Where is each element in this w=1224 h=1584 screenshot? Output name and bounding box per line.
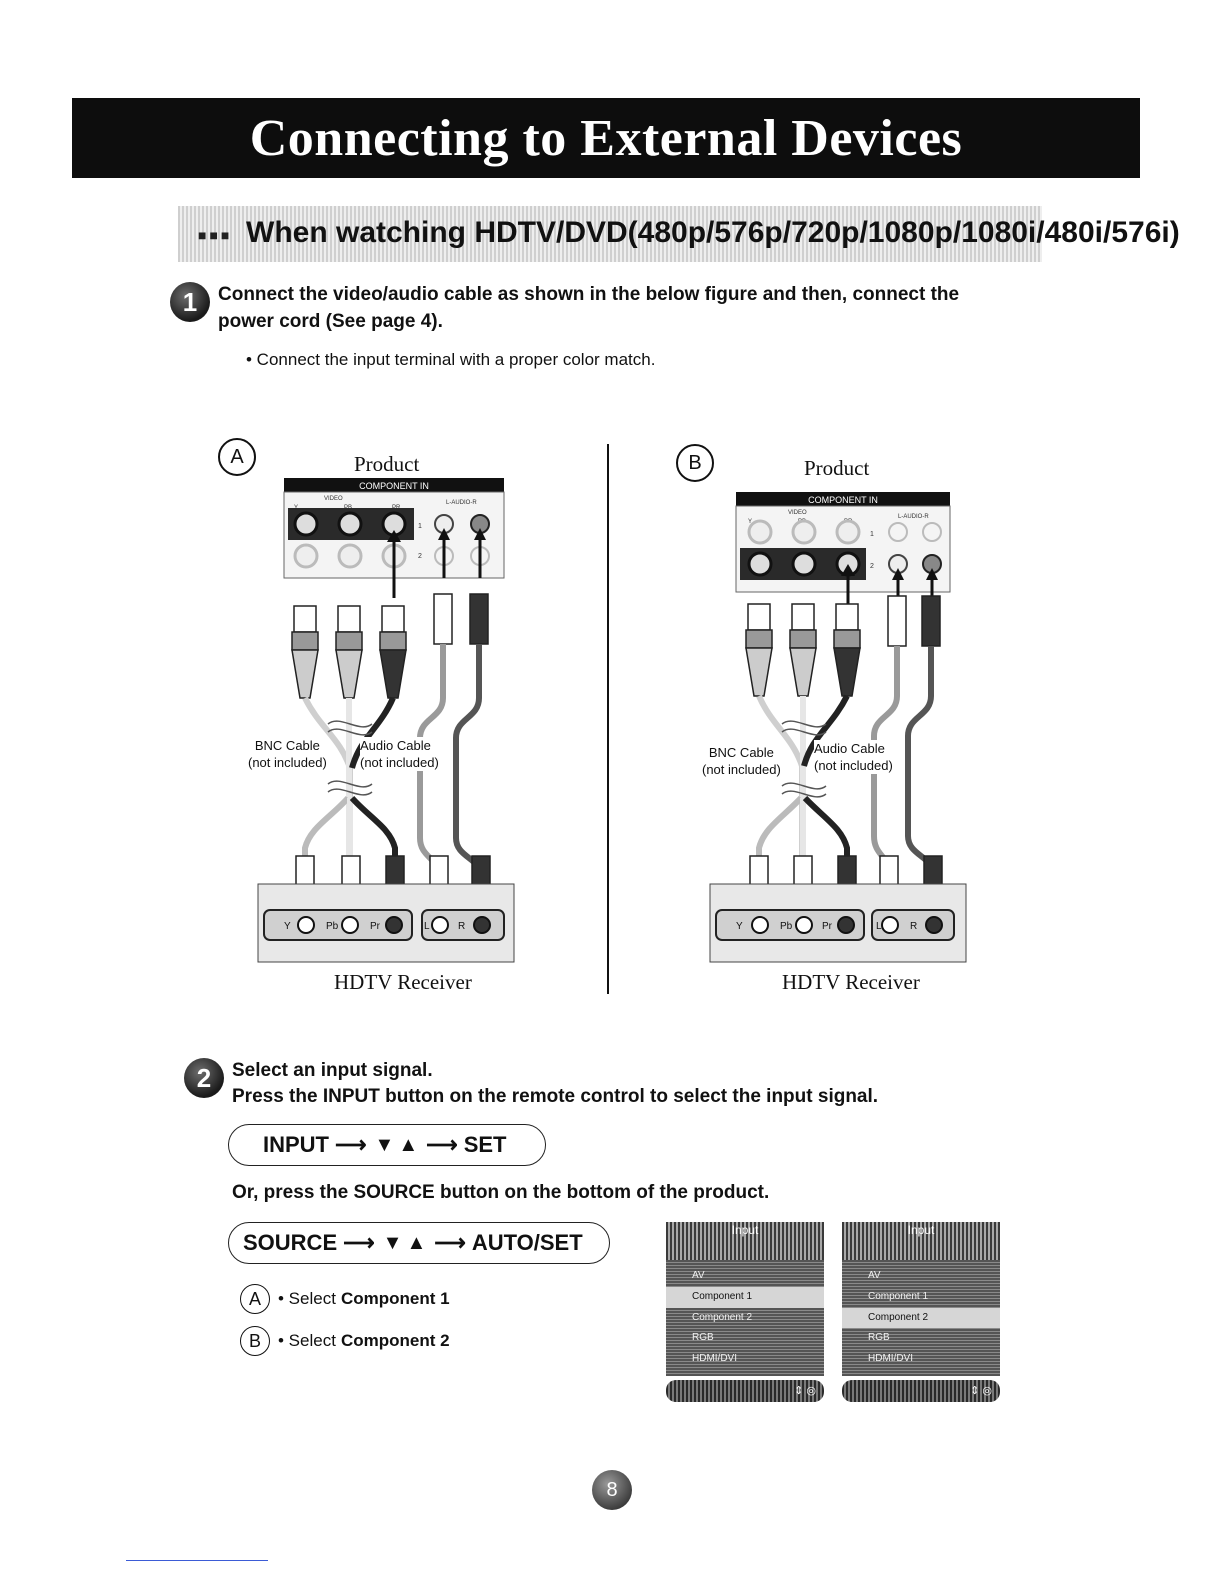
step-2-instruction-line-2: Press the INPUT button on the remote con… <box>232 1086 879 1107</box>
osd-a-item-av[interactable]: AV <box>692 1270 705 1281</box>
osd-b-footer: ⇕ ◎ <box>842 1380 1000 1402</box>
input-key-label: INPUT <box>263 1132 329 1157</box>
source-sequence-pill: SOURCE ⟶ ▼▲ ⟶ AUTO/SET <box>228 1222 610 1264</box>
diagram-b-rx-l: L <box>876 921 882 932</box>
page-title: Connecting to External Devices <box>249 109 963 167</box>
diagram-b-bnc-cable-label: BNC Cable (not included) <box>702 744 781 778</box>
arrow-right-icon: ⟶ <box>343 1230 375 1255</box>
up-triangle-icon: ▲ <box>398 1133 419 1156</box>
osd-b-item-hdmi-dvi[interactable]: HDMI/DVI <box>868 1353 913 1365</box>
step-1-bullet-note: • Connect the input terminal with a prop… <box>246 350 656 369</box>
osd-input-menu-a: Input AV Component 1 Component 2 RGB HDM… <box>666 1222 824 1402</box>
osd-b-list: AV Component 1 Component 2 RGB HDMI/DVI <box>842 1260 1000 1376</box>
section-bullet-icon: ■■■ <box>198 227 233 243</box>
osd-input-menu-b: Input AV Component 1 Component 2 RGB HDM… <box>842 1222 1000 1402</box>
osd-b-item-component-2[interactable]: Component 2 <box>842 1307 1000 1329</box>
diagram-b-product-label: Product <box>804 456 870 480</box>
bottom-rule <box>126 1560 268 1561</box>
diagram-b-rx-pr: Pr <box>822 921 833 932</box>
diagram-b-audio-cable-label: Audio Cable (not included) <box>814 740 893 774</box>
step-1-badge: 1 <box>170 282 210 322</box>
arrow-right-icon: ⟶ <box>434 1230 466 1255</box>
diagram-a-rx-r: R <box>458 921 465 932</box>
diagram-a-row-1: 1 <box>418 523 422 530</box>
select-component-2-note: B • Select Component 2 <box>240 1326 450 1356</box>
diagram-b-rx-r: R <box>910 921 917 932</box>
diagram-b-audio-label: L-AUDIO-R <box>898 514 929 520</box>
osd-a-item-component-1[interactable]: Component 1 <box>666 1286 824 1308</box>
osd-b-title: Input <box>842 1222 1000 1260</box>
down-triangle-icon: ▼ <box>382 1231 403 1254</box>
diagram-a-rx-pb: Pb <box>326 921 339 932</box>
osd-b-item-component-1[interactable]: Component 1 <box>868 1290 929 1302</box>
diagram-b-video-label: VIDEO <box>788 510 807 516</box>
diagram-a-rx-l: L <box>424 921 430 932</box>
diagram-divider <box>607 444 609 994</box>
auto-set-key-label: AUTO/SET <box>471 1230 583 1255</box>
diagram-a-bnc-cable-label: BNC Cable (not included) <box>248 737 327 771</box>
arrow-right-icon: ⟶ <box>426 1132 458 1157</box>
diagram-a-letter: A <box>218 438 256 476</box>
diagram-b-receiver-label: HDTV Receiver <box>782 970 920 994</box>
diagram-a-product-label: Product <box>354 452 420 476</box>
step-1-instruction-line-2: power cord (See page 4). <box>218 311 443 332</box>
source-key-label: SOURCE <box>243 1230 338 1255</box>
osd-b-item-av[interactable]: AV <box>868 1270 881 1281</box>
diagram-a-rx-pr: Pr <box>370 921 381 932</box>
diagram-b-row-1: 1 <box>870 531 874 538</box>
section-heading: When watching HDTV/DVD(480p/576p/720p/10… <box>246 216 1180 249</box>
step-2-badge: 2 <box>184 1058 224 1098</box>
up-triangle-icon: ▲ <box>406 1231 427 1254</box>
diagram-a-video-label: VIDEO <box>324 496 343 502</box>
section-heading-band <box>178 206 1042 262</box>
diagram-a-audio-label: L-AUDIO-R <box>446 500 477 506</box>
osd-a-footer: ⇕ ◎ <box>666 1380 824 1402</box>
page-number: 8 <box>592 1470 632 1510</box>
diagram-b-row-2: 2 <box>870 563 874 570</box>
diagram-b-rx-pb: Pb <box>780 921 793 932</box>
osd-a-item-rgb[interactable]: RGB <box>692 1332 714 1344</box>
diagram-a-illustration: COMPONENT IN VIDEO Y PB PR L-AUDIO-R 1 2 <box>257 478 515 963</box>
diagram-a-rx-y: Y <box>284 921 291 932</box>
diagram-a-audio-cable-label: Audio Cable (not included) <box>360 737 439 771</box>
diagram-b-rx-y: Y <box>736 921 743 932</box>
diagram-a-receiver-label: HDTV Receiver <box>334 970 472 994</box>
diagram-b-illustration: COMPONENT IN VIDEO Y PB PR L-AUDIO-R 1 2 <box>709 492 967 963</box>
source-button-instruction: Or, press the SOURCE button on the botto… <box>232 1182 770 1203</box>
osd-a-item-component-2[interactable]: Component 2 <box>692 1311 753 1323</box>
title-banner: Connecting to External Devices <box>72 98 1140 178</box>
diagram-a-panel-title: COMPONENT IN <box>359 481 429 491</box>
down-triangle-icon: ▼ <box>374 1133 395 1156</box>
diagram-b-panel-title: COMPONENT IN <box>808 495 878 505</box>
select-a-letter: A <box>240 1284 270 1314</box>
diagram-a-row-2: 2 <box>418 553 422 560</box>
diagram-b-letter: B <box>676 444 714 482</box>
osd-a-title: Input <box>666 1222 824 1260</box>
set-key-label: SET <box>463 1132 507 1157</box>
step-1-instruction-line-1: Connect the video/audio cable as shown i… <box>218 284 960 305</box>
diagram-b-port-y: Y <box>748 519 752 525</box>
select-component-1-note: A • Select Component 1 <box>240 1284 450 1314</box>
osd-a-list: AV Component 1 Component 2 RGB HDMI/DVI <box>666 1260 824 1376</box>
step-2-instruction-line-1: Select an input signal. <box>232 1060 433 1081</box>
input-sequence-pill: INPUT ⟶ ▼▲ ⟶ SET <box>228 1124 546 1166</box>
osd-a-item-hdmi-dvi[interactable]: HDMI/DVI <box>692 1353 737 1365</box>
select-b-letter: B <box>240 1326 270 1356</box>
osd-b-item-rgb[interactable]: RGB <box>868 1332 890 1344</box>
arrow-right-icon: ⟶ <box>335 1132 367 1157</box>
